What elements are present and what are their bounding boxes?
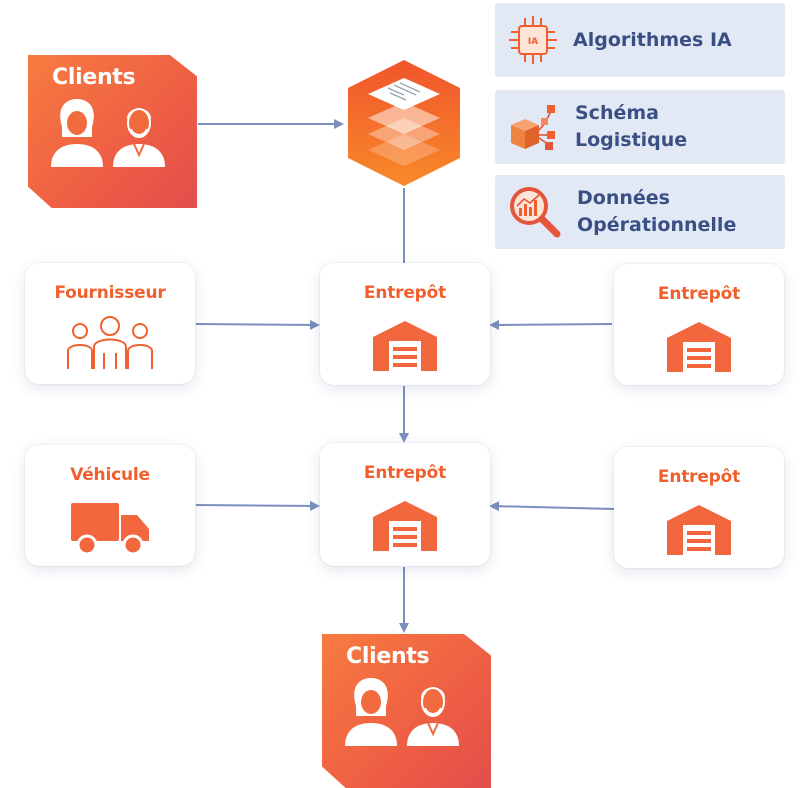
legend-ai: IA Algorithmes IA <box>495 3 785 77</box>
person-icon <box>51 99 103 167</box>
ai-chip-text: IA <box>528 37 538 47</box>
warehouse-node-right-mid: Entrepôt <box>614 447 784 568</box>
supplier-label: Fournisseur <box>54 283 166 303</box>
warehouse-label: Entrepôt <box>657 284 741 304</box>
ai-chip-icon: IA <box>509 16 557 64</box>
person-icon <box>345 678 397 746</box>
legend-logistics: Schéma Logistique <box>495 90 785 164</box>
warehouse-icon <box>373 501 437 551</box>
warehouse-label: Entrepôt <box>363 463 447 483</box>
arrow-warehouse-right-to-center <box>489 319 613 330</box>
warehouse-node-right-top: Entrepôt <box>614 264 784 385</box>
warehouse-label: Entrepôt <box>657 467 741 487</box>
person-icon <box>113 108 165 167</box>
clients-card-bottom: Clients <box>322 634 491 788</box>
clients-title: Clients <box>346 644 430 669</box>
arrow-warehouse-right-mid-to-center <box>489 501 615 512</box>
data-magnifier-icon <box>510 187 561 238</box>
legend-data-label: Données Opérationnelle <box>577 187 737 236</box>
legend-logistics-label: Schéma Logistique <box>575 102 688 151</box>
warehouse-icon <box>373 321 437 371</box>
arrow-supplier-to-warehouse <box>195 319 320 330</box>
legend-data: Données Opérationnelle <box>495 175 785 249</box>
clients-title: Clients <box>52 65 136 90</box>
ai-cube-icon <box>348 60 460 186</box>
vehicle-node: Véhicule <box>25 445 195 566</box>
warehouse-icon <box>667 322 731 372</box>
legend-ai-label: Algorithmes IA <box>573 28 732 51</box>
truck-icon <box>71 503 149 556</box>
vehicle-label: Véhicule <box>70 465 150 485</box>
warehouse-node-center-mid: Entrepôt <box>320 443 490 566</box>
clients-card-top: Clients <box>28 55 197 208</box>
person-icon <box>407 687 459 746</box>
warehouse-icon <box>667 505 731 555</box>
logistics-boxes-icon <box>511 105 555 150</box>
warehouse-label: Entrepôt <box>363 283 447 303</box>
group-icon <box>67 316 153 369</box>
arrow-vehicle-to-warehouse <box>195 500 320 511</box>
supplier-node: Fournisseur <box>25 263 195 384</box>
warehouse-node-center-top: Entrepôt <box>320 263 490 385</box>
